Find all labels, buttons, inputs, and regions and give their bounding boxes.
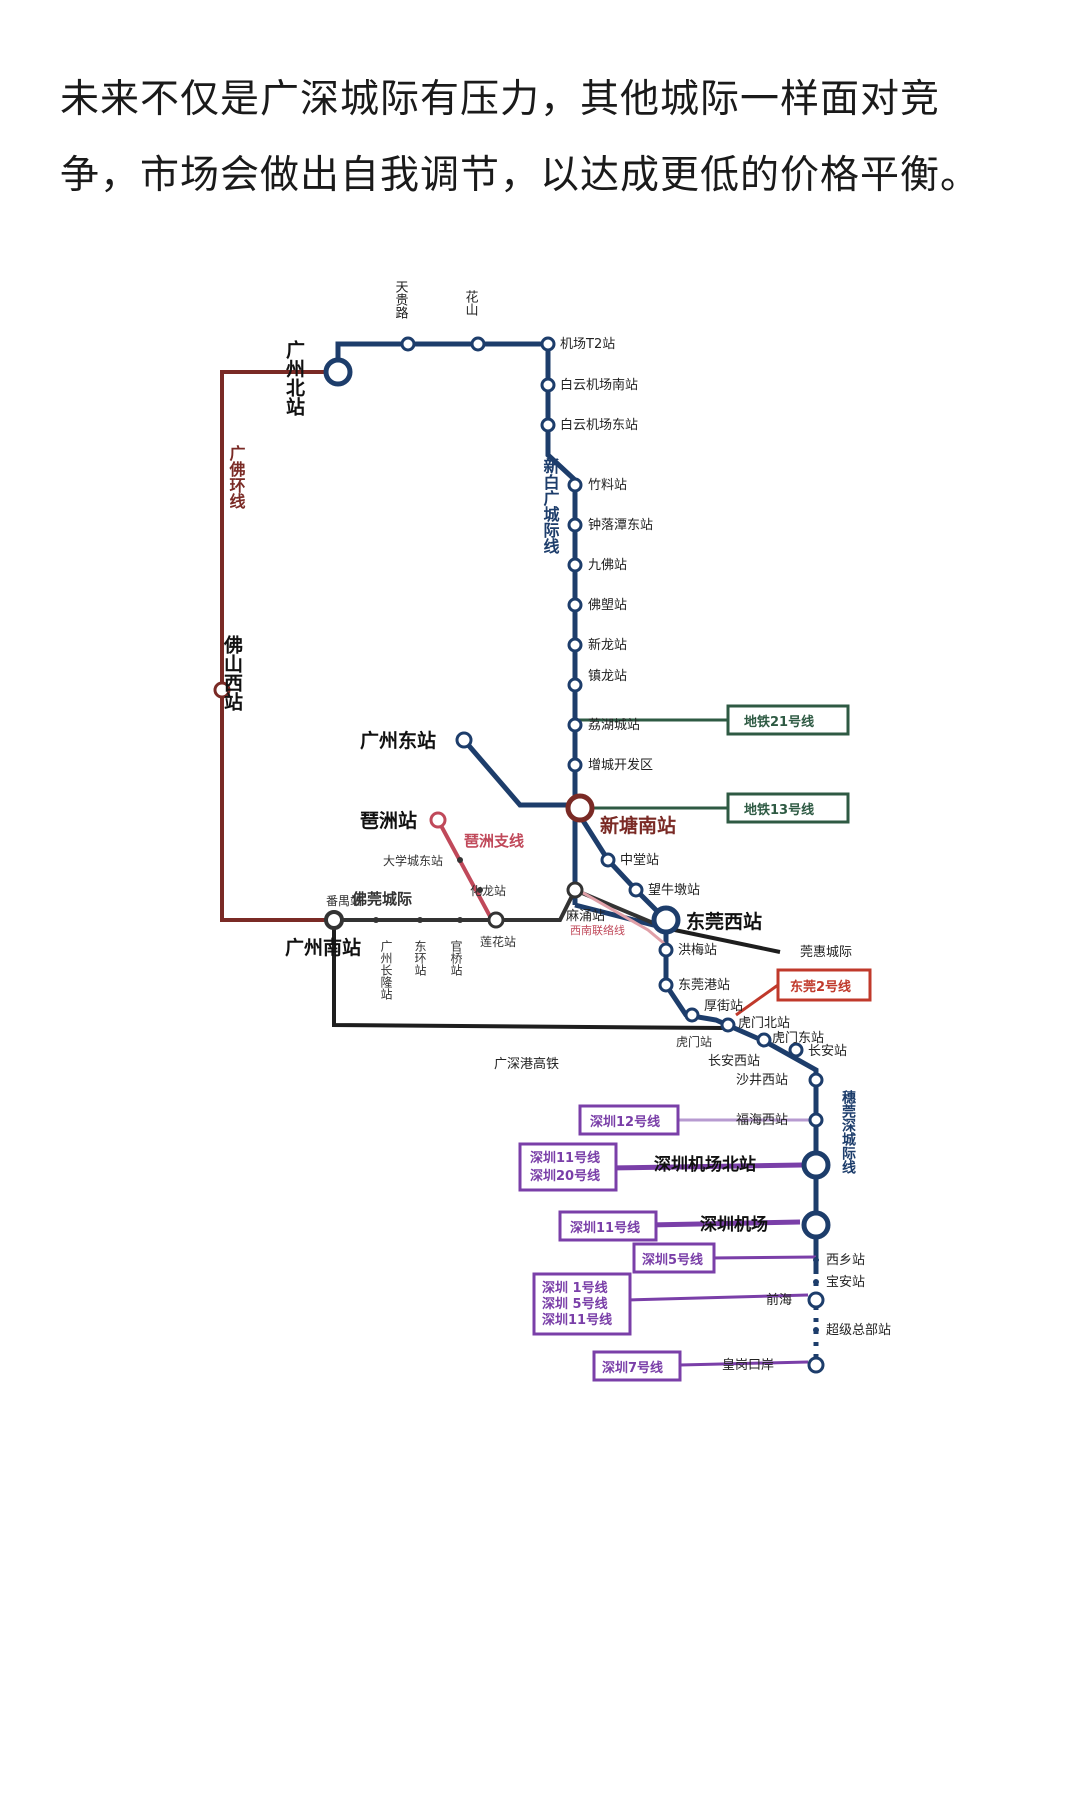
guanhui-line [664,926,781,954]
svg-text:机场T2站: 机场T2站 [560,337,615,352]
guangfo-ring-line [220,370,338,922]
svg-text:莞惠城际: 莞惠城际 [800,945,852,960]
svg-text:超级总部站: 超级总部站 [826,1323,891,1338]
svg-text:深圳7号线: 深圳7号线 [602,1360,663,1376]
svg-text:佛莞城际: 佛莞城际 [351,890,412,908]
svg-text:莲花站: 莲花站 [480,934,516,949]
svg-text:虎门站: 虎门站 [676,1034,712,1049]
svg-text:望牛墩站: 望牛墩站 [648,882,700,898]
fowan-line [334,887,666,930]
svg-text:佛山西站: 佛山西站 [221,634,244,712]
svg-text:花山: 花山 [463,289,479,316]
caption-text: 未来不仅是广深城际有压力，其他城际一样面对竞 争，市场会做出自我调节，以达成更低… [60,62,1020,214]
svg-text:佛塱站: 佛塱站 [588,597,627,613]
svg-text:东环站: 东环站 [413,940,427,976]
svg-text:中堂站: 中堂站 [620,853,659,868]
xinbai-line-top [335,341,578,905]
svg-text:地铁13号线: 地铁13号线 [744,802,814,818]
svg-text:深圳11号线: 深圳11号线 [530,1150,600,1166]
svg-text:深圳机场: 深圳机场 [700,1214,768,1235]
svg-text:琶洲站: 琶洲站 [360,809,417,832]
svg-text:广佛环线: 广佛环线 [227,444,247,510]
svg-text:麻涌站: 麻涌站 [566,909,605,924]
svg-text:东莞港站: 东莞港站 [678,978,730,993]
svg-text:穗莞深城际线: 穗莞深城际线 [840,1089,856,1175]
svg-text:深圳机场北站: 深圳机场北站 [654,1154,756,1175]
svg-text:广州东站: 广州东站 [360,729,436,752]
svg-text:东莞2号线: 东莞2号线 [790,979,851,995]
svg-text:宝安站: 宝安站 [826,1275,865,1290]
svg-text:官桥站: 官桥站 [449,939,463,976]
svg-text:新龙站: 新龙站 [588,637,627,653]
svg-text:深圳20号线: 深圳20号线 [530,1168,600,1184]
svg-text:白云机场南站: 白云机场南站 [560,377,638,393]
gzeast-spur [462,738,575,808]
rail-map: 广州北站 天贵路 花山 机场T2站 白云机场南站 白云机场东站 竹料站 钟落潭东… [0,240,1080,1460]
svg-text:钟落潭东站: 钟落潭东站 [588,517,653,533]
svg-text:新塘南站: 新塘南站 [600,814,676,837]
svg-text:天贵路: 天贵路 [393,280,409,319]
svg-text:前海: 前海 [766,1292,792,1308]
svg-text:广州长隆站: 广州长隆站 [379,940,393,1000]
svg-text:广州南站: 广州南站 [285,936,361,959]
svg-text:化龙站: 化龙站 [470,884,506,898]
svg-text:深圳5号线: 深圳5号线 [642,1252,703,1268]
svg-text:福海西站: 福海西站 [736,1113,788,1128]
svg-text:虎门北站: 虎门北站 [738,1016,790,1031]
svg-text:新白广城际线: 新白广城际线 [541,457,560,555]
gsg-hsr [332,920,725,1030]
svg-text:皇岗口岸: 皇岗口岸 [722,1358,774,1373]
svg-text:西乡站: 西乡站 [826,1253,865,1268]
svg-text:增城开发区: 增城开发区 [588,757,653,773]
caption-line-1: 未来不仅是广深城际有压力，其他城际一样面对竞 [60,77,941,122]
svg-text:虎门东站: 虎门东站 [772,1031,824,1046]
svg-text:长安西站: 长安西站 [708,1054,760,1069]
station-guangzhou-north [323,357,353,387]
svg-text:深圳 5号线: 深圳 5号线 [542,1296,608,1312]
svg-text:竹料站: 竹料站 [588,478,627,493]
pazhou-branch [436,819,494,921]
svg-text:九佛站: 九佛站 [588,558,627,573]
label-guangzhou-north: 广州北站 [283,339,305,417]
svg-text:厚街站: 厚街站 [704,999,743,1014]
xinan-link [577,888,667,947]
svg-text:深圳11号线: 深圳11号线 [570,1220,640,1236]
svg-text:长安站: 长安站 [808,1044,847,1059]
svg-text:琶洲支线: 琶洲支线 [464,832,524,850]
svg-text:镇龙站: 镇龙站 [588,669,627,684]
svg-text:荔湖城站: 荔湖城站 [588,718,640,733]
svg-text:大学城东站: 大学城东站 [383,853,443,868]
svg-text:番禺站: 番禺站 [326,894,362,908]
svg-text:地铁21号线: 地铁21号线 [744,714,814,730]
svg-text:洪梅站: 洪梅站 [678,943,717,958]
xintang-dongguan-line [574,902,666,931]
caption-line-2: 争，市场会做出自我调节，以达成更低的价格平衡。 [60,153,981,198]
svg-text:白云机场东站: 白云机场东站 [560,417,638,433]
svg-text:沙井西站: 沙井西站 [736,1073,788,1088]
svg-text:深圳12号线: 深圳12号线 [590,1114,660,1130]
svg-text:深圳11号线: 深圳11号线 [542,1312,612,1328]
svg-text:西南联络线: 西南联络线 [570,923,625,937]
svg-text:深圳 1号线: 深圳 1号线 [542,1280,608,1296]
svg-text:广深港高铁: 广深港高铁 [494,1056,559,1072]
svg-text:东莞西站: 东莞西站 [686,910,762,933]
